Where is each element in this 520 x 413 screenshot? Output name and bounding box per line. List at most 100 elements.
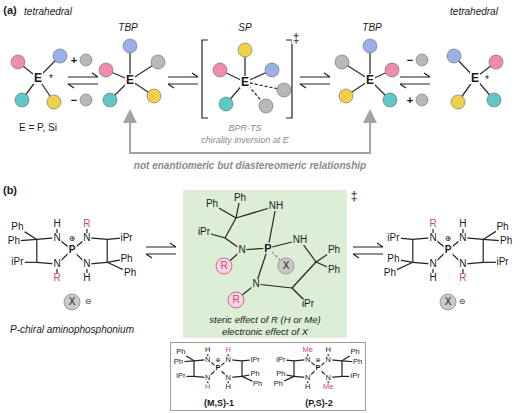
bond-line (293, 361, 294, 377)
chem-label: R (219, 261, 228, 271)
chem-label: N (204, 374, 211, 382)
chem-label: R (231, 295, 240, 305)
bonds-a (18, 46, 496, 106)
chem-label: ‡ (292, 32, 301, 44)
chem-label: E (365, 74, 375, 86)
chem-label: Ph (499, 236, 513, 246)
chem-label: iPr (119, 233, 133, 243)
chem-label: Ph (233, 193, 247, 203)
chem-label: H (52, 219, 61, 229)
node-text: steric effect of R (H or Me) (209, 315, 320, 325)
chem-label: P (314, 364, 321, 372)
transition-state-box: steric effect of R (H or Me) electronic e… (183, 190, 347, 338)
bond-line (292, 262, 316, 288)
node-text: (M,S)-1 (204, 399, 234, 408)
equilibrium-arrows (68, 73, 430, 258)
chem-label: N (82, 233, 91, 243)
chem-label: ⊖ (458, 298, 467, 306)
node-text: (P,S)-2 (305, 399, 332, 408)
chem-label: ⊕ (68, 235, 77, 243)
chem-label: N (428, 233, 437, 243)
chem-label: iPr (386, 233, 400, 243)
inversion-arrow (130, 116, 370, 153)
atom-balls (11, 39, 503, 113)
chem-label: N (458, 259, 467, 269)
chem-label: N (237, 245, 246, 255)
chem-label: Ph (10, 222, 24, 232)
chem-label: iPr (10, 257, 24, 267)
chem-label: P (214, 364, 221, 372)
chem-label: ⊕ (444, 235, 453, 243)
chem-label: N (204, 356, 211, 364)
chem-label: Ph (119, 254, 133, 264)
chem-label: iPr (197, 227, 211, 237)
chem-label: P (263, 243, 272, 254)
chem-label: Ph (350, 349, 361, 357)
chem-label: N (82, 259, 91, 269)
chem-label: tetrahedral (23, 7, 73, 17)
chem-label: Ph (205, 199, 219, 209)
chem-label: H (204, 346, 211, 354)
chem-label: − (406, 55, 414, 66)
node-text: electronic effect of X (222, 327, 308, 337)
chem-label: − (70, 95, 78, 106)
chem-label: N (224, 374, 231, 382)
chem-label: H (204, 383, 211, 391)
chem-label: BPR-TS (227, 124, 262, 133)
chem-label: E = P, Si (18, 123, 58, 133)
bond-line (225, 218, 236, 238)
chem-label: ⊕ (314, 357, 321, 363)
chem-label: P-chiral aminophosphonium (9, 325, 135, 335)
chem-label: N (324, 374, 331, 382)
substituent-circle (228, 292, 244, 308)
bond-line (341, 361, 342, 377)
chem-label: N (428, 259, 437, 269)
green-box-fill (183, 190, 347, 338)
chem-label: iPr (275, 356, 286, 364)
chem-label: X (68, 297, 77, 307)
chem-label: E (470, 72, 480, 84)
chem-label: N (52, 259, 61, 269)
chem-label: TBP (117, 23, 138, 33)
chem-label: (b) (2, 185, 18, 196)
chem-label: Ph (123, 268, 137, 278)
chem-label: iPr (495, 257, 509, 267)
chem-label: Me (322, 383, 334, 391)
bond-line (483, 239, 484, 262)
chem-label: Ph (352, 358, 363, 366)
chem-label: N (304, 356, 311, 364)
chem-label: Ph (275, 370, 286, 378)
chem-label: N (251, 279, 260, 289)
chem-label: chirality inversion at E (200, 136, 290, 145)
chem-label: H (324, 346, 331, 354)
chem-label: R (82, 219, 91, 229)
bond-line (241, 361, 242, 377)
brackets (202, 40, 292, 118)
chem-label: (a) (2, 5, 17, 16)
chem-label: SP (237, 23, 252, 33)
chem-label: NH (268, 201, 284, 211)
chem-label: ⊖ (84, 298, 93, 306)
chem-label: tetrahedral (449, 7, 499, 17)
compound-box: (M,S)-1 (P,S)-2 (170, 342, 366, 411)
chem-label: iPr (350, 373, 361, 381)
chem-label: H (82, 273, 91, 283)
chem-label: Me (302, 346, 314, 354)
chem-label: X (444, 297, 453, 307)
chem-label: not enantiomeric but diastereomeric rela… (133, 161, 367, 171)
bond-line (256, 284, 292, 288)
chem-label: NH (292, 235, 308, 245)
chem-label: R (52, 273, 61, 283)
chem-label: Ph (327, 245, 341, 255)
chem-label: Ph (383, 268, 397, 278)
chem-label: iPr (175, 373, 186, 381)
chem-label: X (282, 261, 291, 271)
chem-label: iPr (250, 356, 261, 364)
chem-label: TBP (361, 23, 382, 33)
chem-label: + (70, 55, 78, 66)
chem-label: P (68, 245, 77, 255)
chem-label: Ph (252, 380, 263, 388)
chem-label: iPr (301, 299, 315, 309)
chem-label: N (52, 233, 61, 243)
chem-label: Ph (327, 265, 341, 275)
